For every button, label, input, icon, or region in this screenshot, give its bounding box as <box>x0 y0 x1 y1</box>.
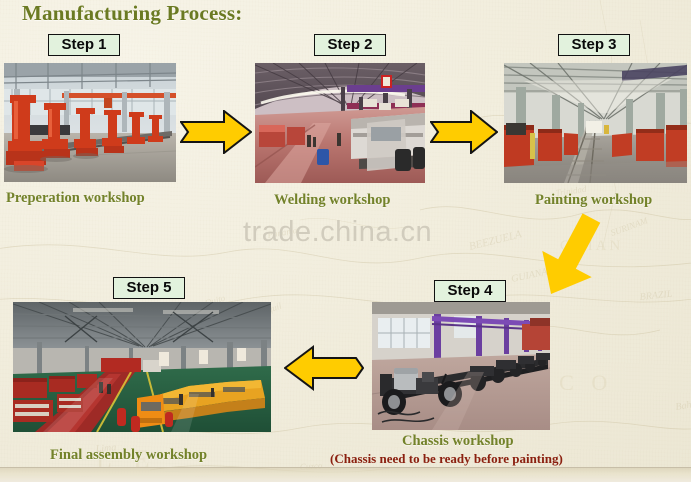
bottom-edge-strip <box>0 467 691 482</box>
caption-note-step-4: (Chassis need to be ready before paintin… <box>330 451 563 466</box>
caption-step-3: Painting workshop <box>535 192 653 208</box>
chassis-workshop-photo <box>372 302 550 430</box>
arrow-step3-to-step4 <box>533 212 605 300</box>
svg-text:Trinidad: Trinidad <box>555 184 588 198</box>
painting-workshop-photo <box>504 63 687 183</box>
welding-workshop-photo <box>255 63 425 183</box>
svg-text:Lima: Lima <box>94 442 116 455</box>
arrow-step1-to-step2 <box>180 110 252 154</box>
step-badge-1: Step 1 <box>48 34 120 56</box>
site-watermark: trade.china.cn <box>243 216 433 248</box>
svg-text:Bahia: Bahia <box>675 398 691 413</box>
final-assembly-workshop-photo <box>13 302 271 432</box>
arrow-step2-to-step3 <box>430 110 498 154</box>
svg-text:Cuzco: Cuzco <box>299 460 323 472</box>
step-badge-4: Step 4 <box>434 280 506 302</box>
arrow-step4-to-step5 <box>284 345 364 391</box>
preparation-workshop-photo <box>4 63 176 182</box>
svg-text:BRAZIL: BRAZIL <box>639 289 673 303</box>
step-badge-2: Step 2 <box>314 34 386 56</box>
caption-step-2: Welding workshop <box>274 192 391 208</box>
caption-step-5: Final assembly workshop <box>50 447 208 463</box>
caption-step-4: Chassis workshop <box>402 433 514 449</box>
caption-step-1: Preperation workshop <box>6 190 145 206</box>
step-badge-5: Step 5 <box>113 277 185 299</box>
step-badge-3: Step 3 <box>558 34 630 56</box>
page-title: Manufacturing Process: <box>22 1 243 25</box>
